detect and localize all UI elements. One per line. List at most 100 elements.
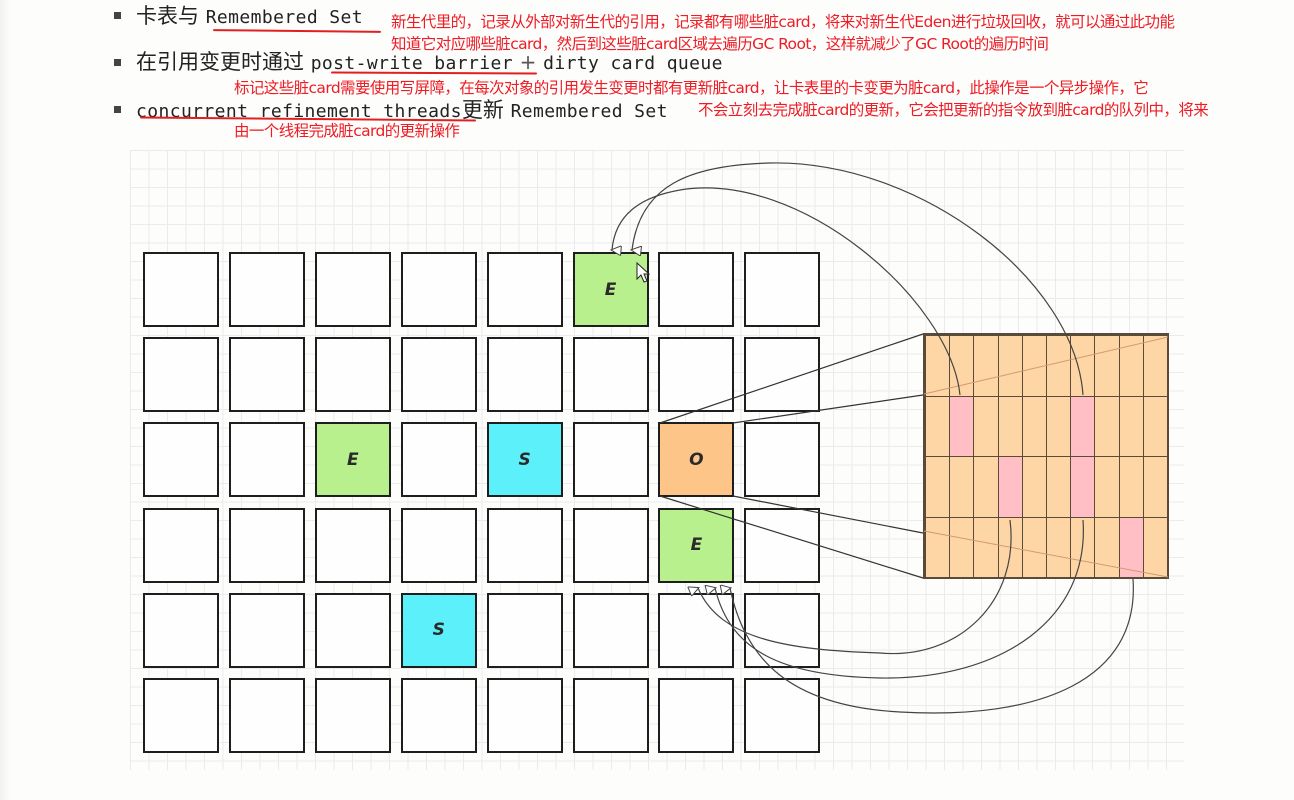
clean-card [1142, 335, 1168, 397]
heap-region-free [744, 507, 821, 583]
note-write-barrier: 标记这些脏card需要使用写屏障，在每次对象的引用发生变更时都有更新脏card，… [234, 79, 1149, 97]
clean-card [1021, 335, 1047, 397]
heap-region-free [486, 592, 563, 668]
clean-card [1118, 335, 1144, 397]
bullet-marker-1 [114, 12, 121, 19]
heap-region-survivor: S [486, 422, 563, 498]
heap-region-free [744, 422, 821, 498]
clean-card [925, 335, 951, 397]
heap-region-old: O [658, 422, 735, 498]
heap-region-eden: E [658, 507, 735, 583]
heap-region-free [400, 678, 477, 753]
heap-region-free [658, 592, 735, 668]
dirty-card [1070, 456, 1096, 518]
clean-card [949, 456, 975, 518]
clean-card [973, 335, 999, 397]
heap-region-free [572, 337, 649, 413]
clean-card [973, 516, 999, 578]
heap-region-free [228, 422, 305, 498]
dirty-card [1070, 395, 1096, 457]
bullet-1-code: Remembered Set [205, 7, 364, 28]
bullet-2-prefix: 在引用变更时通过 [136, 50, 304, 74]
bullet-2-code2: dirty card queue [543, 53, 723, 74]
heap-region-free [658, 678, 735, 753]
clean-card [1046, 395, 1072, 457]
dirty-card [949, 395, 975, 457]
clean-card [973, 395, 999, 457]
heap-region-free [486, 252, 563, 327]
heap-region-free [228, 252, 305, 327]
heap-region-survivor: S [400, 592, 477, 668]
heap-region-free [572, 507, 649, 583]
heap-region-free [658, 337, 735, 413]
clean-card [1021, 456, 1047, 518]
clean-card [997, 335, 1023, 397]
clean-card [1070, 335, 1096, 397]
clean-card [1094, 456, 1120, 518]
heap-region-free [486, 507, 563, 583]
heap-region-free [572, 422, 649, 498]
heap-region-free [143, 592, 219, 668]
heap-region-free [228, 337, 305, 413]
note-remembered-set-line-1: 新生代里的，记录从外部对新生代的引用，记录都有哪些脏card，将来对新生代Ede… [391, 13, 1175, 31]
clean-card [925, 516, 951, 578]
bullet-2-plus: + [519, 50, 537, 74]
note-refinement-line-1: 不会立刻去完成脏card的更新，它会把更新的指令放到脏card的队列中，将来 [698, 101, 1209, 119]
mouse-cursor-icon [636, 262, 651, 283]
clean-card [925, 395, 951, 457]
heap-region-eden: E [314, 422, 391, 498]
clean-card [1021, 395, 1047, 457]
heap-region-free [314, 678, 391, 753]
heap-region-free [143, 337, 219, 413]
clean-card [973, 456, 999, 518]
clean-card [1046, 456, 1072, 518]
bullet-line-3: concurrent refinement threads更新 Remember… [136, 98, 668, 124]
heap-region-free [314, 252, 391, 327]
red-underline-remembered-set [212, 29, 382, 33]
clean-card [1094, 516, 1120, 578]
note-remembered-set-line-2: 知道它对应哪些脏card，然后到这些脏card区域去遍历GC Root，这样就减… [391, 35, 1049, 53]
clean-card [1118, 456, 1144, 518]
heap-region-free [143, 507, 219, 583]
bullet-marker-3 [114, 106, 121, 113]
clean-card [949, 516, 975, 578]
heap-region-free [400, 422, 477, 498]
clean-card [949, 335, 975, 397]
window-left-edge [0, 0, 10, 800]
heap-region-free [486, 337, 563, 413]
heap-region-free [744, 592, 821, 668]
clean-card [997, 516, 1023, 578]
bullet-3-middle: 更新 [461, 98, 504, 122]
clean-card [1094, 335, 1120, 397]
clean-card [1046, 516, 1072, 578]
heap-region-free [658, 252, 735, 327]
card-table [923, 333, 1169, 579]
note-refinement-line-2: 由一个线程完成脏card的更新操作 [234, 122, 460, 140]
clean-card [1046, 335, 1072, 397]
heap-region-free [143, 252, 219, 327]
heap-region-free [228, 592, 305, 668]
dirty-card [997, 456, 1023, 518]
heap-region-free [143, 422, 219, 498]
clean-card [1021, 516, 1047, 578]
clean-card [1070, 516, 1096, 578]
heap-region-free [314, 592, 391, 668]
bullet-1-prefix: 卡表与 [136, 4, 199, 28]
clean-card [925, 456, 951, 518]
heap-region-free [744, 678, 821, 753]
heap-region-free [400, 252, 477, 327]
clean-card [997, 395, 1023, 457]
bullet-3-code2: Remembered Set [510, 101, 668, 122]
bullet-marker-2 [114, 59, 121, 66]
clean-card [1142, 395, 1168, 457]
heap-region-free [400, 507, 477, 583]
heap-region-free [572, 678, 649, 753]
heap-region-free [314, 507, 391, 583]
bullet-line-1: 卡表与 Remembered Set [136, 4, 363, 30]
heap-region-free [744, 252, 821, 327]
heap-region-free [744, 337, 821, 413]
bullet-2-code: post-write barrier [310, 53, 513, 74]
heap-region-free [314, 337, 391, 413]
heap-region-free [228, 678, 305, 753]
dirty-card [1118, 516, 1144, 578]
